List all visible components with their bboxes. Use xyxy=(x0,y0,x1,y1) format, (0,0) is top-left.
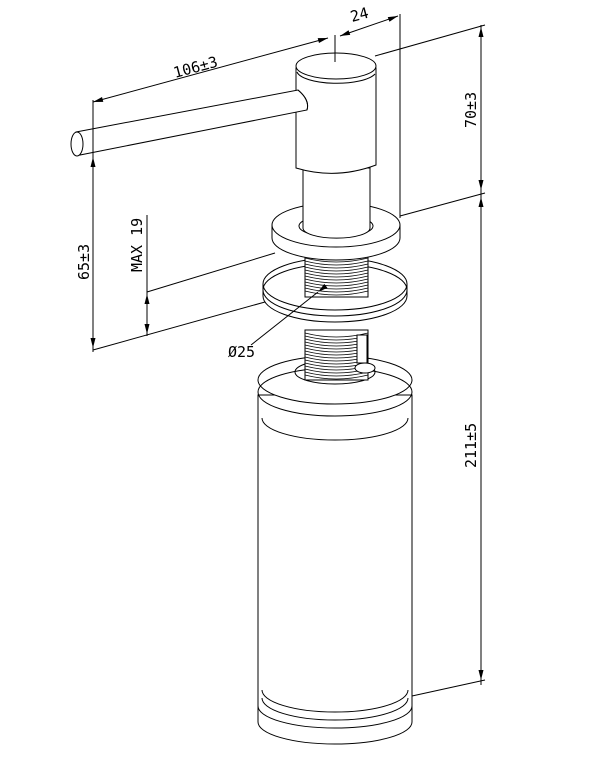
dim-head-diameter: 24 xyxy=(348,4,370,26)
arrowhead xyxy=(144,294,150,304)
head xyxy=(295,52,377,174)
arrowhead xyxy=(144,324,150,334)
arrowhead xyxy=(478,180,484,190)
bottle xyxy=(257,355,413,745)
thread-line xyxy=(304,269,369,275)
arrowhead xyxy=(90,338,96,348)
dim-bottle-length: 211±5 xyxy=(462,423,480,468)
thread-line xyxy=(304,272,369,278)
dim-max-thickness: MAX 19 xyxy=(128,218,146,272)
thread-line xyxy=(304,260,369,266)
dim-arm-length: 106±3 xyxy=(171,53,219,82)
thread-line xyxy=(304,284,369,290)
thread-line xyxy=(304,278,369,284)
thread-line xyxy=(304,263,369,269)
arm xyxy=(70,89,309,157)
upper-thread xyxy=(304,254,369,298)
thread-line xyxy=(304,371,369,377)
arrowhead xyxy=(318,283,328,292)
thread-line xyxy=(304,275,369,281)
arrowhead xyxy=(478,670,484,680)
stem xyxy=(302,167,371,239)
dimension-lines xyxy=(90,14,486,697)
arrowhead xyxy=(478,27,484,37)
thread-line xyxy=(304,290,369,296)
arrowhead xyxy=(93,96,104,102)
thread-line xyxy=(304,374,369,380)
thread-line xyxy=(304,257,369,263)
washer xyxy=(262,257,408,323)
thread-line xyxy=(304,266,369,272)
dim-thread-diameter: Ø25 xyxy=(228,343,255,361)
arrowhead xyxy=(340,30,351,36)
dim-head-height: 70±3 xyxy=(462,92,480,128)
thread-line xyxy=(304,281,369,287)
arrowhead xyxy=(478,197,484,207)
thread-line xyxy=(304,287,369,293)
dim-spout-height: 65±3 xyxy=(75,244,93,280)
thread-line xyxy=(304,332,369,338)
lower-thread xyxy=(304,329,376,381)
arrowhead xyxy=(387,16,398,22)
arrowhead xyxy=(317,38,328,44)
arrowhead xyxy=(90,157,96,167)
